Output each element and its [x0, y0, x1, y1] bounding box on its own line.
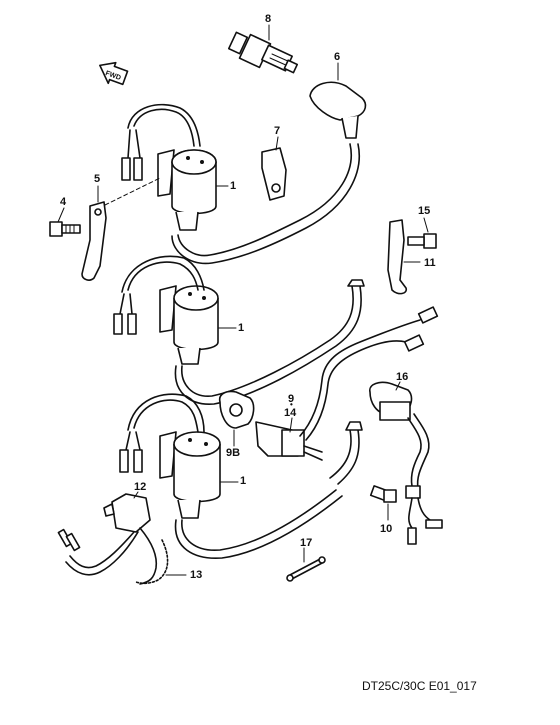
- label-16: 16: [396, 371, 408, 383]
- bolt-15: [407, 233, 437, 249]
- cord-clamp: [261, 147, 287, 201]
- pickup-assembly: [218, 306, 439, 461]
- label-9-dot: •: [290, 400, 293, 409]
- label-1-bottom: 1: [240, 475, 246, 487]
- unit-16: [369, 381, 443, 545]
- label-7: 7: [274, 125, 280, 137]
- ignition-coil-bottom: [119, 393, 221, 519]
- label-11: 11: [424, 257, 436, 269]
- plug-cap: [309, 81, 367, 139]
- bracket-11: [387, 219, 408, 295]
- label-8: 8: [265, 13, 271, 25]
- label-9: 9: [288, 393, 294, 405]
- unit-12: [57, 493, 158, 585]
- label-14: 14: [284, 407, 297, 419]
- diagram-code: DT25C/30C E01_017: [362, 679, 477, 693]
- label-4: 4: [60, 196, 67, 208]
- label-15: 15: [418, 205, 430, 217]
- harness-13: [135, 539, 169, 585]
- ignition-coil-middle: [113, 255, 219, 365]
- label-6: 6: [334, 51, 340, 63]
- ignition-coil-top: [104, 103, 217, 231]
- label-1-top: 1: [230, 180, 236, 192]
- label-10: 10: [380, 523, 392, 535]
- fwd-arrow: FWD: [99, 61, 129, 86]
- label-17: 17: [300, 537, 312, 549]
- bolt-4: [49, 221, 81, 237]
- bracket-5: [81, 201, 107, 281]
- label-1-middle: 1: [238, 322, 244, 334]
- spark-plug: [227, 31, 299, 74]
- part-17: [286, 556, 326, 582]
- label-12: 12: [134, 481, 146, 493]
- label-5: 5: [94, 173, 100, 185]
- bolt-10: [369, 485, 397, 503]
- label-13: 13: [190, 569, 202, 581]
- label-9b: 9B: [226, 447, 240, 459]
